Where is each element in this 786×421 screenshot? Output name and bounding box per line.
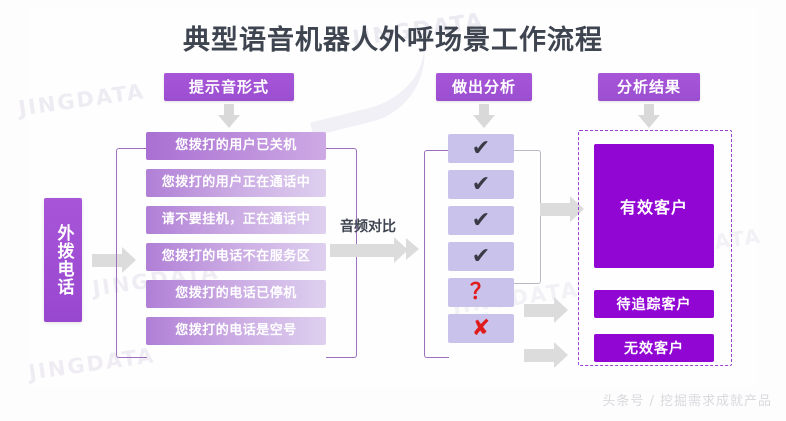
bracket-prompt-left (116, 148, 147, 358)
analysis-item-check: ✔ (448, 134, 514, 163)
arrow-down-icon (473, 104, 495, 128)
arrow-down-icon (218, 104, 240, 128)
footer-credit: 头条号 / 挖掘需求成就产品 (602, 394, 772, 409)
list-item: 您拨打的用户正在通话中 (146, 169, 326, 197)
result-node-valid-customer: 有效客户 (594, 144, 714, 268)
check-icon: ✔ (471, 171, 491, 197)
analysis-item-check: ✔ (448, 170, 514, 199)
list-item: 您拨打的电话已停机 (146, 280, 326, 308)
arrow-right-icon (524, 297, 568, 324)
column-header-result: 分析结果 (598, 73, 700, 101)
list-item: 您拨打的用户已关机 (146, 132, 326, 160)
arrow-right-icon (406, 238, 419, 260)
analysis-item-check: ✔ (448, 242, 514, 271)
list-item: 您拨打的电话不在服务区 (146, 243, 326, 271)
source-node-outbound-call: 外拨电话 (44, 198, 82, 322)
analysis-list: ✔ ✔ ✔ ✔ ？ ✘ (448, 134, 514, 343)
question-mark-icon: ？ (469, 279, 492, 305)
arrow-right-icon (92, 247, 136, 274)
arrow-down-icon (638, 104, 660, 128)
arrow-right-icon (330, 237, 410, 264)
cross-icon: ✘ (471, 315, 491, 341)
check-icon: ✔ (471, 207, 491, 233)
result-node-followup-customer: 待追踪客户 (594, 290, 714, 318)
analysis-item-cross: ✘ (448, 314, 514, 343)
list-item: 您拨打的电话是空号 (146, 317, 326, 345)
bracket-analysis-left (424, 150, 449, 358)
bracket-analysis-right (514, 150, 541, 284)
analysis-item-check: ✔ (448, 206, 514, 235)
list-item: 请不要挂机，正在通话中 (146, 206, 326, 234)
arrow-right-icon (524, 342, 568, 369)
arrow-right-icon (540, 196, 584, 223)
page-title: 典型语音机器人外呼场景工作流程 (183, 25, 603, 56)
result-node-invalid-customer: 无效客户 (594, 334, 714, 362)
prompt-list: 您拨打的用户已关机 您拨打的用户正在通话中 请不要挂机，正在通话中 您拨打的电话… (146, 132, 326, 345)
check-icon: ✔ (471, 135, 491, 161)
column-header-analysis: 做出分析 (436, 73, 532, 101)
result-group-frame (578, 130, 732, 366)
column-header-prompt: 提示音形式 (164, 73, 294, 101)
check-icon: ✔ (471, 243, 491, 269)
source-node-label: 外拨电话 (53, 224, 74, 296)
audio-compare-label: 音频对比 (340, 219, 396, 235)
analysis-item-question: ？ (448, 278, 514, 307)
